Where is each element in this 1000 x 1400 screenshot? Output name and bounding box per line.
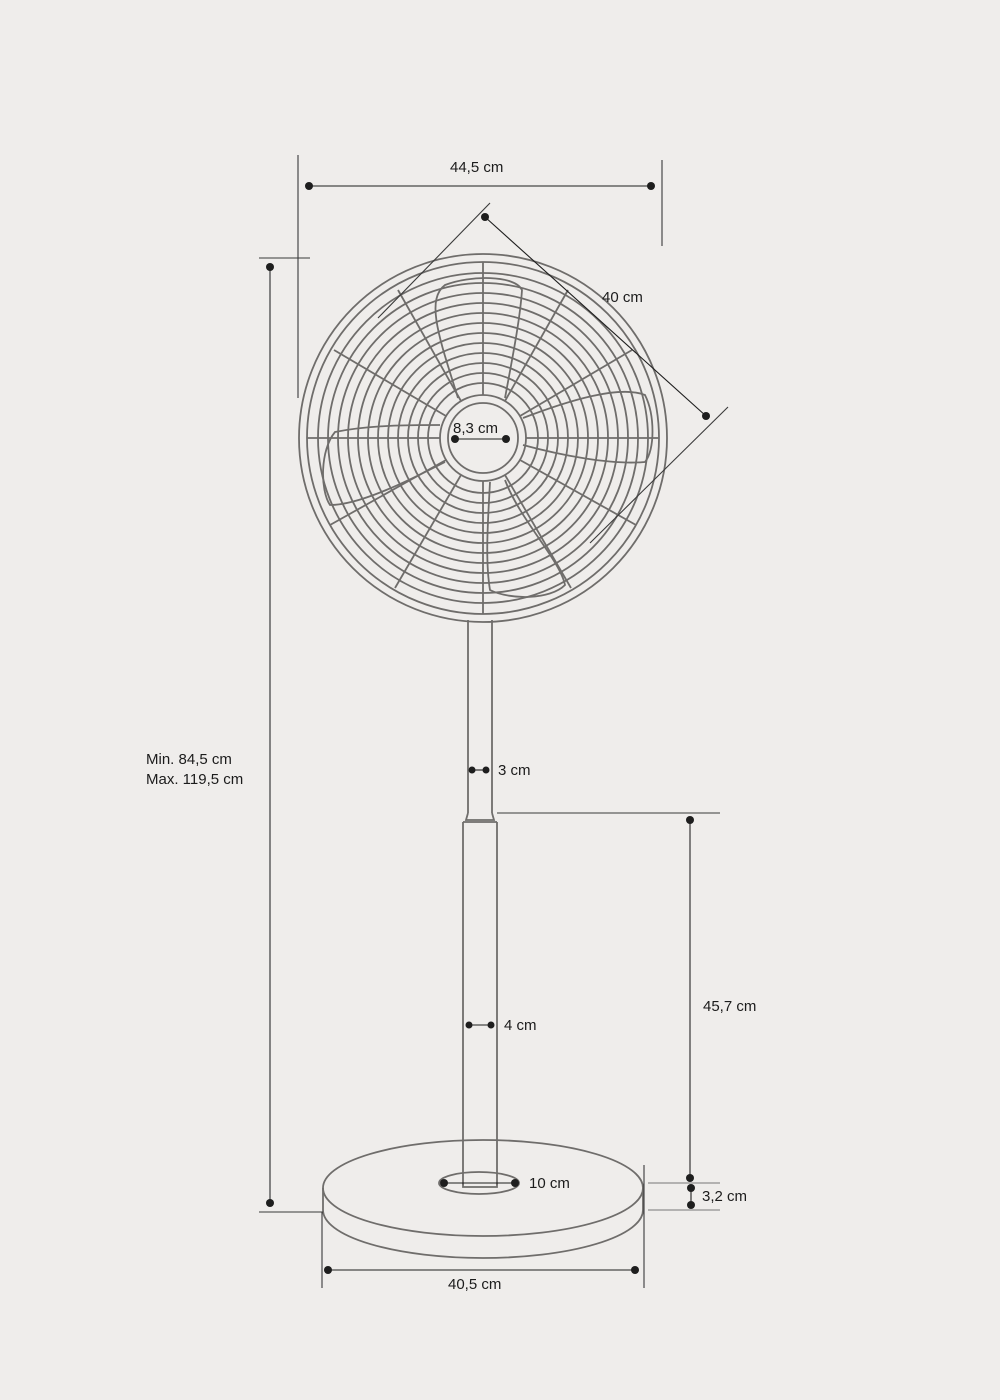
- fan-blades: [322, 277, 654, 598]
- fan-pole: [462, 620, 498, 1185]
- label-lower-pole-diameter: 4 cm: [504, 1017, 537, 1034]
- label-base-thickness: 3,2 cm: [702, 1188, 748, 1205]
- grille-spokes: [307, 262, 659, 614]
- dimension-total-height: [259, 257, 323, 1213]
- dimension-head-width: [297, 155, 663, 398]
- dimension-lower-pole: [465, 1021, 495, 1029]
- dimension-lower-pole-height: [497, 812, 720, 1182]
- dimension-base-thickness: [648, 1182, 720, 1211]
- label-total-height-max: Max. 119,5 cm: [146, 771, 244, 788]
- dimension-upper-pole: [468, 766, 490, 774]
- dimension-hub-diameter: [451, 435, 510, 443]
- dimension-base-diameter: [321, 1165, 645, 1288]
- dimension-grille-diameter: [377, 202, 729, 544]
- label-upper-pole-diameter: 3 cm: [498, 762, 531, 779]
- label-base-diameter: 40,5 cm: [448, 1276, 502, 1293]
- label-grille-diameter: 40 cm: [602, 289, 643, 306]
- fan-grille: [298, 253, 668, 623]
- label-total-height: Min. 84,5 cm Max. 119,5 cm: [146, 750, 243, 790]
- label-lower-pole-height: 45,7 cm: [703, 998, 757, 1015]
- fan-base: [322, 1139, 644, 1259]
- label-base-collar: 10 cm: [529, 1175, 570, 1192]
- label-head-width: 44,5 cm: [450, 159, 504, 176]
- label-hub-diameter: 8,3 cm: [453, 420, 499, 437]
- dimension-base-collar: [440, 1179, 519, 1187]
- label-total-height-min: Min. 84,5 cm: [146, 751, 232, 768]
